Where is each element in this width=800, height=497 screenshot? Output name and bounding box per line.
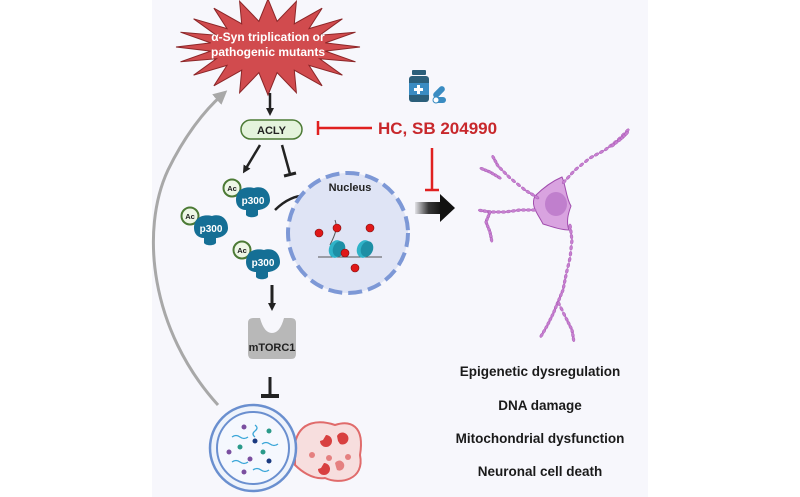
nucleosome [356,240,374,258]
inhibitor-label: HC, SB 204990 [378,119,497,138]
dendrite-fragment [510,209,517,213]
feedback-arrow [151,90,228,407]
nucleus: Nucleus [286,171,410,295]
dendrite-fragment [571,336,576,342]
dendrite-fragment [530,208,537,212]
ac-label: Ac [227,184,237,193]
p300-node [194,215,228,246]
dendrite-fragment [603,146,609,152]
p300-label: p300 [242,196,265,207]
dendrite-fragment [506,174,512,180]
dendrite-fragment [574,166,579,171]
dendrite-fragment [502,170,508,176]
dendrite-fragment [516,182,521,187]
trigger-text-line1: α-Syn triplication or [211,30,325,44]
inhibition-mtorc1-to-autophagy [261,377,279,398]
ac-p300-complex: Ac p300 [180,206,228,246]
dendrite-fragment [491,155,496,161]
inhibition-to-acly [316,121,372,135]
dendrite-fragment [521,186,526,191]
dendrite-fragment [570,239,574,245]
dendrite-fragment [539,332,544,338]
ac-label: Ac [185,212,195,221]
dendrite-fragment [495,210,502,214]
dendrite-fragment [525,208,532,212]
p300-node [246,249,280,280]
dendrite-fragment [563,278,567,285]
p300-node [236,187,270,218]
dendrite-fragment [556,300,561,307]
lysosome-enzymes [309,432,351,475]
outcome-item: Epigenetic dysregulation [460,364,621,379]
dendrite-fragment [569,233,574,240]
outcome-item: Mitochondrial dysfunction [456,431,625,446]
dendrite-fragment [511,178,516,183]
nucleus-label: Nucleus [329,182,372,194]
drug-bottle-icon [409,70,429,102]
outcome-item: DNA damage [498,398,582,413]
dendrite-fragment [567,256,572,263]
dendrite-fragment [564,273,568,280]
arrow-acly-to-ac-p300 [242,144,262,174]
trigger-text-line2: pathogenic mutants [211,45,325,59]
cargo-particles [226,424,279,475]
dendrite-fragment [593,152,600,157]
acetyl-coa-node [232,240,252,260]
acly-label: ACLY [257,125,287,137]
mtorc1-label: mTORC1 [249,342,296,354]
dendrite-fragment [562,283,566,290]
acetyl-coa-node [222,178,242,198]
p300-label: p300 [252,258,275,269]
dendrite-fragment [569,170,575,176]
dendrite-fragment [525,189,531,194]
dendrite-fragment [584,158,589,163]
dendrite-fragment [579,162,584,167]
dendrite-fragment [569,245,573,251]
dendrite-fragment [489,236,494,243]
acetyl-coa-node [180,206,200,226]
dendrite-fragment [490,210,497,214]
ac-label: Ac [237,246,247,255]
p300-label: p300 [200,224,223,235]
autophagolysosome-icon [208,403,362,493]
dendrite-fragment [515,208,522,212]
acetyl-marks [314,223,375,273]
dendrite-fragment [568,251,573,257]
outcome-item: Neuronal cell death [478,464,603,479]
dendrite-fragment [559,306,564,312]
degenerating-neuron-icon [478,128,630,342]
dendrite-fragment [520,208,527,212]
dendrite-fragment [505,209,512,214]
mtorc1-node: mTORC1 [248,318,296,359]
dendrite-fragment [565,175,571,180]
ac-p300-complex: Ac p300 [232,240,280,280]
capsule-icon [432,86,446,104]
inhibition-acly-to-nucleus [280,144,297,178]
dendrite-fragment [566,262,570,269]
dendrite-fragment [598,149,605,154]
neuron-nucleus [545,192,567,216]
dendrite-fragment [561,179,567,185]
dendrite-fragment [565,268,569,274]
trigger-starburst: α-Syn triplication or pathogenic mutants [175,0,361,97]
dendrite-fragment [500,210,507,214]
dendrite-fragment [478,208,484,213]
arrow-nucleus-to-neuron [415,194,455,222]
dendrite-fragment [479,167,485,171]
dendrite-fragment [588,155,595,160]
acly-node: ACLY [240,119,303,140]
dendrite-fragment [569,228,573,235]
inhibition-to-neuron [425,148,439,192]
ac-p300-complex: Ac p300 [222,178,270,218]
dendrite-fragment [562,311,567,317]
dendrite-fragment [624,131,629,136]
